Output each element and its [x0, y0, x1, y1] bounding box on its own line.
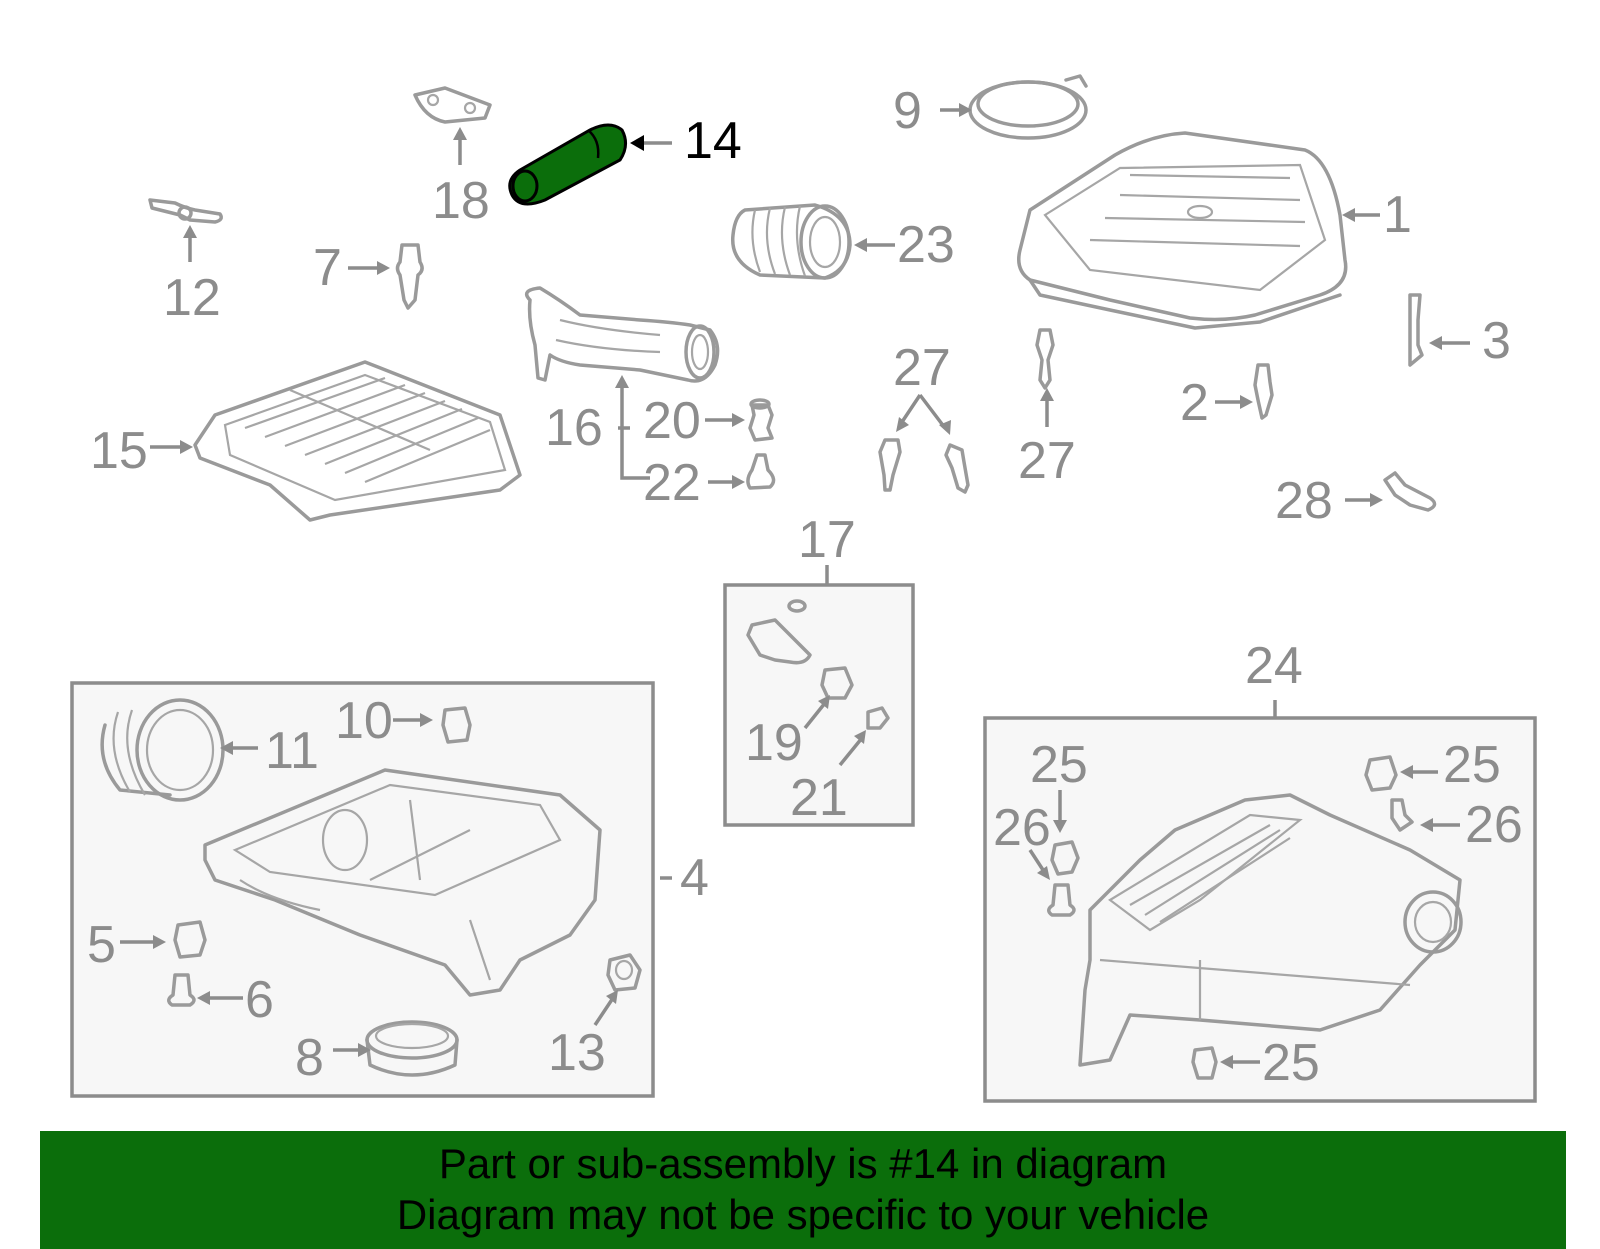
part-18-bracket	[413, 86, 492, 124]
banner-line-2: Diagram may not be specific to your vehi…	[396, 1191, 1210, 1238]
part-16-duct	[524, 286, 720, 383]
part-28-bracket	[1383, 471, 1437, 512]
part-20-grommet	[748, 398, 774, 442]
label-6: 6	[245, 971, 274, 1029]
label-12: 12	[163, 269, 221, 327]
part-10-grommet	[441, 706, 472, 744]
label-25c: 25	[1262, 1034, 1320, 1092]
label-3: 3	[1482, 312, 1511, 370]
label-18: 18	[432, 172, 490, 230]
label-14: 14	[684, 112, 742, 170]
label-4: 4	[680, 849, 709, 907]
part-4-lower-case	[203, 768, 602, 997]
part-27-pins-pair	[878, 438, 970, 494]
part-25-grommet-c	[1191, 1046, 1218, 1080]
part-6-pin	[167, 973, 196, 1007]
part-22-pin	[746, 453, 776, 490]
label-13: 13	[548, 1024, 606, 1082]
part-17-bracket	[746, 599, 812, 665]
label-22: 22	[643, 454, 701, 512]
part-26-pin-b	[1390, 798, 1414, 832]
label-5: 5	[87, 916, 116, 974]
part-19-grommet	[820, 666, 854, 700]
label-26b: 26	[1465, 796, 1523, 854]
label-24: 24	[1245, 637, 1303, 695]
part-1-cover	[1017, 131, 1348, 330]
label-25a: 25	[1030, 736, 1088, 794]
arrowhead-14	[630, 135, 644, 151]
label-16: 16	[545, 399, 603, 457]
part-3-bolt	[1408, 293, 1424, 367]
label-1: 1	[1383, 186, 1412, 244]
label-21: 21	[790, 769, 848, 827]
part-27-pin-single	[1035, 328, 1055, 390]
label-27b: 27	[1018, 432, 1076, 490]
info-banner: Part or sub-assembly is #14 in diagram D…	[40, 1131, 1566, 1249]
part-5-grommet	[173, 920, 207, 959]
part-23-bellows	[731, 203, 852, 280]
part-15-filter	[193, 360, 522, 522]
label-17: 17	[798, 511, 856, 569]
part-9-clamp	[968, 74, 1088, 140]
label-23: 23	[897, 216, 955, 274]
label-28: 28	[1275, 472, 1333, 530]
group-box-4	[70, 681, 655, 1098]
part-7-clip	[395, 243, 424, 310]
part-14-hose[interactable]	[508, 123, 627, 206]
label-25b: 25	[1443, 736, 1501, 794]
part-2-stud	[1253, 363, 1274, 420]
label-20: 20	[643, 392, 701, 450]
part-12-sensor	[148, 198, 223, 224]
part-13-grommet	[606, 953, 642, 992]
part-26-pin-a	[1047, 883, 1076, 917]
label-26a: 26	[993, 799, 1051, 857]
label-7: 7	[313, 239, 342, 297]
part-11-bellows	[100, 698, 225, 802]
group-box-24	[983, 716, 1537, 1103]
label-15: 15	[90, 422, 148, 480]
part-24-air-cleaner-assembly	[1078, 793, 1463, 1067]
label-10: 10	[335, 692, 393, 750]
part-25-grommet-b	[1364, 755, 1398, 792]
label-11: 11	[265, 722, 319, 780]
label-9: 9	[893, 82, 922, 140]
part-8-seal	[365, 1020, 459, 1077]
part-25-grommet-a	[1050, 840, 1080, 876]
part-21-clip	[866, 706, 890, 730]
label-8: 8	[295, 1029, 324, 1087]
label-27a: 27	[893, 339, 951, 397]
banner-line-1: Part or sub-assembly is #14 in diagram	[438, 1140, 1168, 1187]
label-2: 2	[1180, 374, 1209, 432]
label-19: 19	[745, 714, 803, 772]
